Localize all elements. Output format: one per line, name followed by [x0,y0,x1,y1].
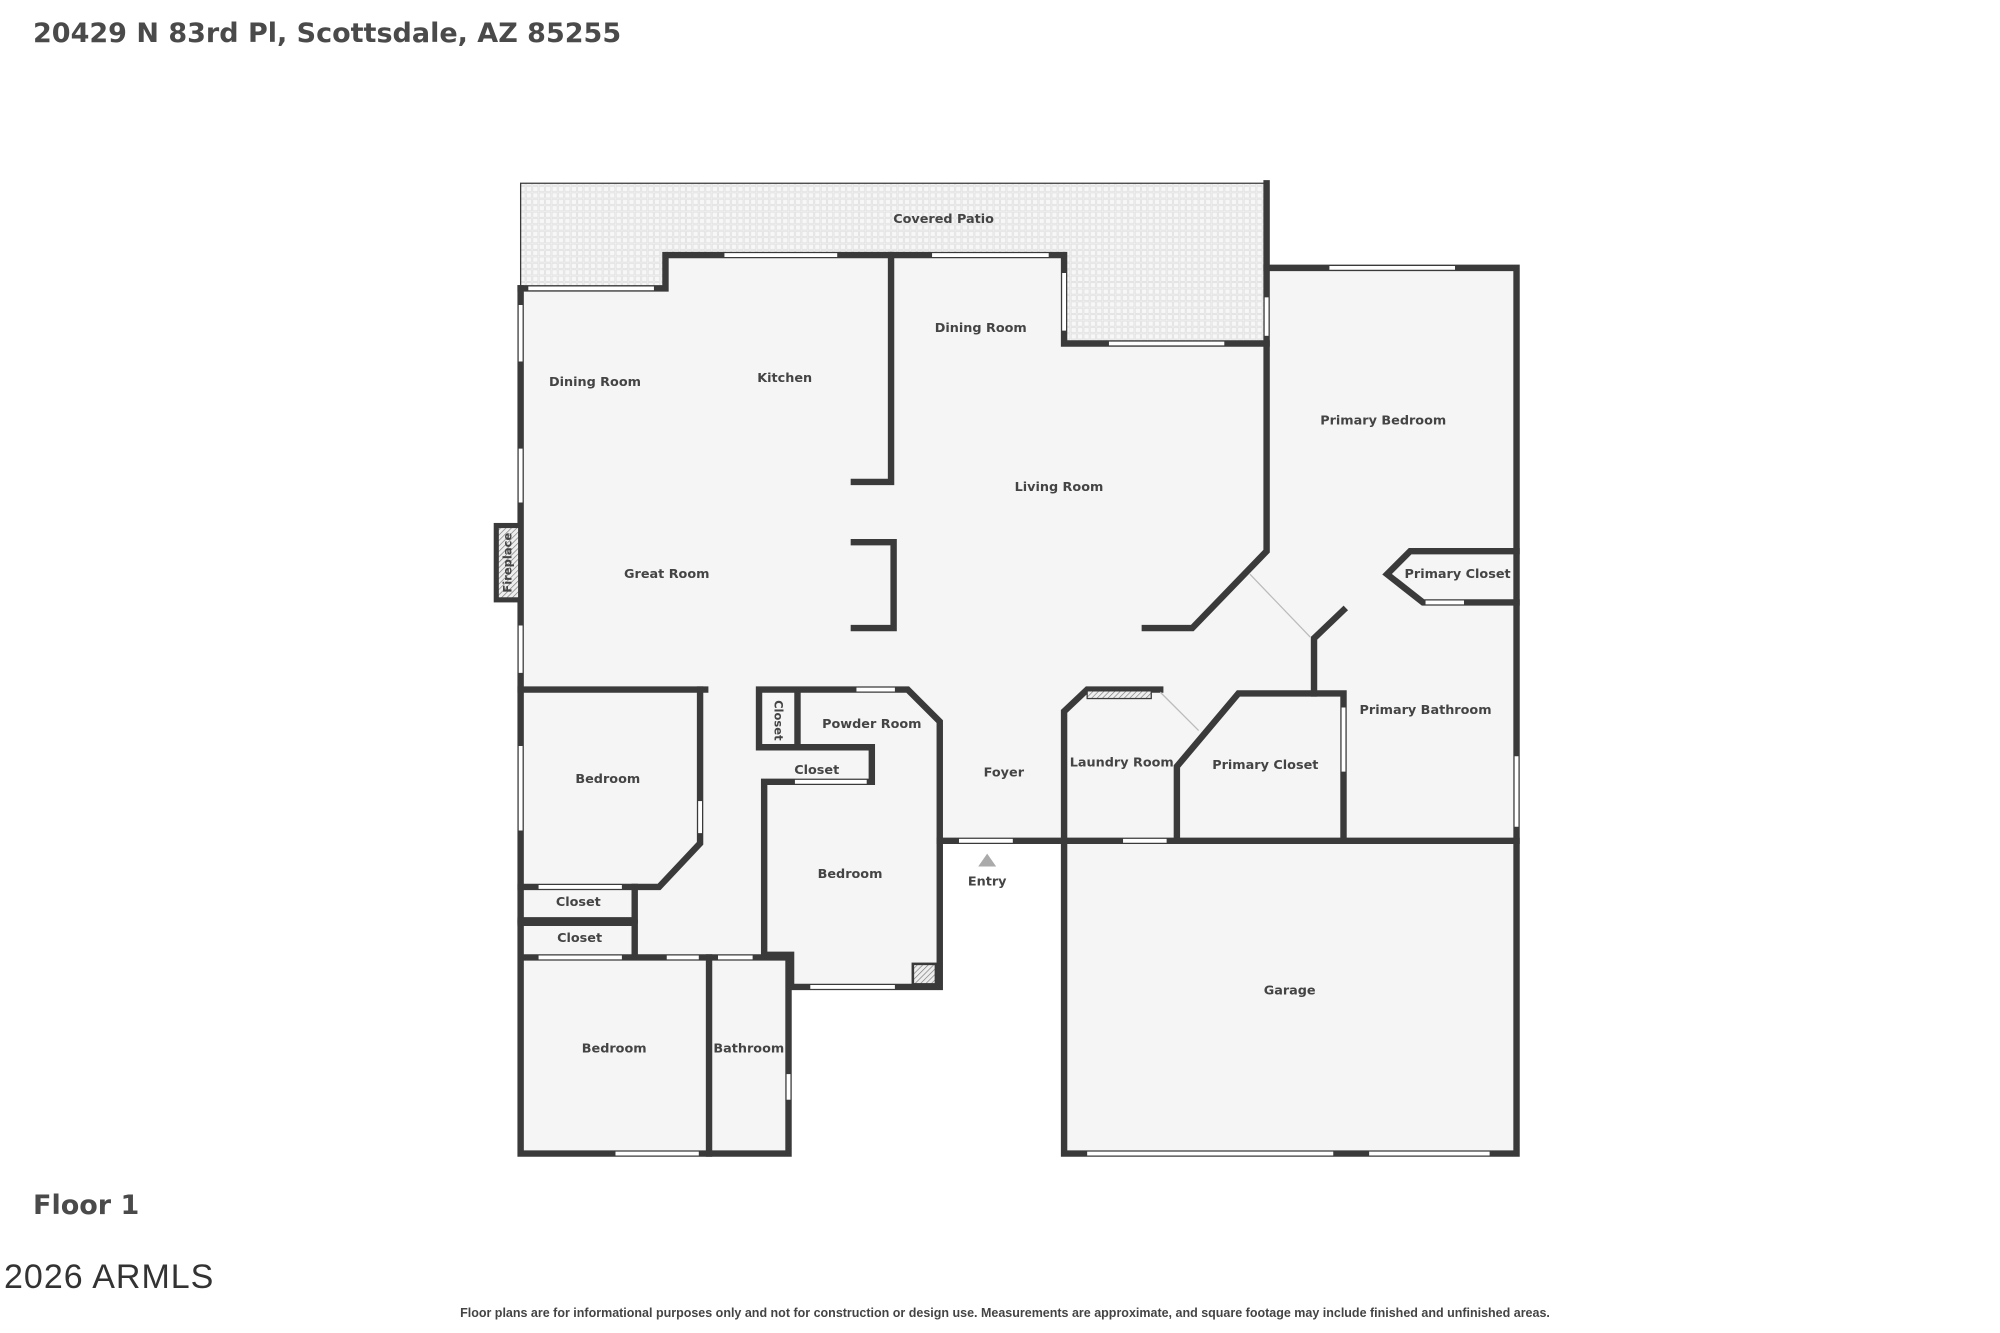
property-address: 20429 N 83rd Pl, Scottsdale, AZ 85255 [33,18,622,49]
water-heater [911,962,938,986]
label-bathroom: Bathroom [713,1041,784,1056]
floor-label: Floor 1 [33,1190,140,1221]
label-dining-room-1: Dining Room [549,375,641,390]
room-labels: Covered Patio Dining Room Kitchen Dining… [501,212,1511,1056]
entry-arrow-icon [978,853,997,867]
label-closet-foyer: Closet [794,763,839,778]
label-primary-closet-1: Primary Closet [1405,567,1511,582]
label-primary-bedroom: Primary Bedroom [1320,413,1446,428]
garage-floor [1064,840,1517,1154]
label-living-room: Living Room [1015,480,1104,495]
label-closet-left-2: Closet [557,931,602,946]
label-primary-closet-2: Primary Closet [1212,758,1318,773]
laundry-shelf [1086,690,1152,700]
label-great-room: Great Room [624,567,709,582]
label-primary-bathroom: Primary Bathroom [1360,703,1492,718]
label-kitchen: Kitchen [757,371,812,386]
fireplace-box [493,522,524,603]
label-closet-vertical: Closet [771,700,785,741]
label-laundry-room: Laundry Room [1070,755,1174,770]
label-entry: Entry [968,875,1007,890]
watermark: 2026 ARMLS [4,1258,215,1296]
windows [518,253,1519,1156]
label-covered-patio: Covered Patio [893,212,994,227]
label-foyer: Foyer [984,766,1025,781]
label-bedroom-bottom: Bedroom [582,1041,647,1056]
walls [493,180,1520,1157]
label-dining-room-2: Dining Room [935,321,1027,336]
label-bedroom-center: Bedroom [818,867,883,882]
label-powder-room: Powder Room [822,717,921,732]
label-closet-left-1: Closet [556,895,601,910]
label-garage: Garage [1264,984,1316,999]
label-bedroom-left: Bedroom [575,772,640,787]
disclaimer: Floor plans are for informational purpos… [460,1306,1550,1320]
label-fireplace: Fireplace [501,533,515,593]
